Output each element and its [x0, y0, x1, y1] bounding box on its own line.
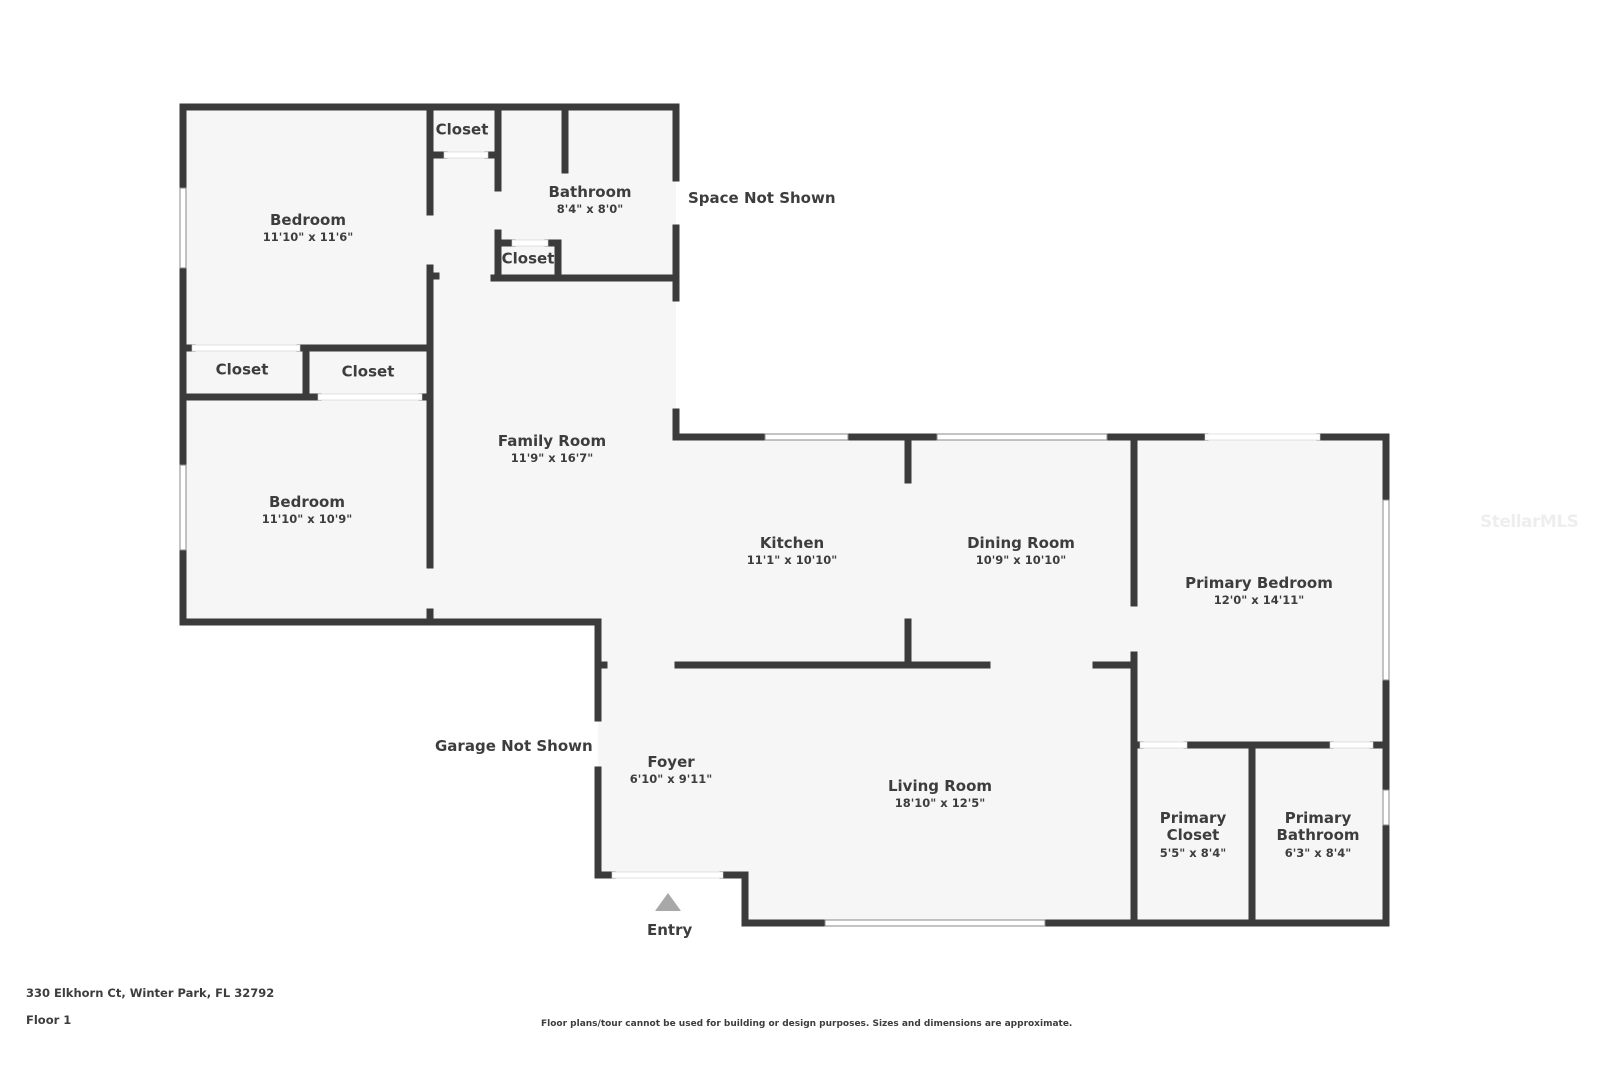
room-dimensions: 8'4" x 8'0" — [556, 202, 624, 217]
door-openings — [191, 151, 1374, 879]
room-name: Primary Closet — [1159, 809, 1227, 845]
room-dimensions: 11'9" x 16'7" — [510, 451, 594, 466]
room-name: Bedroom — [270, 210, 346, 229]
room-dimensions: 11'10" x 11'6" — [262, 230, 354, 245]
room-dimensions: 12'0" x 14'11" — [1213, 593, 1305, 608]
room-name: Primary Bathroom — [1276, 809, 1360, 845]
room-label: Closet — [215, 360, 269, 379]
watermark: StellarMLS — [1480, 512, 1579, 532]
windows — [179, 187, 1390, 927]
floor-label: Floor 1 — [26, 1013, 72, 1027]
floor-fill — [183, 107, 1386, 923]
garage-not-shown-note: Garage Not Shown — [435, 737, 593, 755]
room-dimensions: 11'10" x 10'9" — [261, 512, 353, 527]
room-name: Dining Room — [967, 533, 1075, 552]
room-name: Foyer — [647, 752, 695, 771]
room-dimensions: 6'10" x 9'11" — [629, 772, 713, 787]
room-dimensions: 18'10" x 12'5" — [894, 796, 986, 811]
room-name: Bedroom — [269, 492, 345, 511]
room-name: Closet — [435, 120, 489, 139]
room-name: Bathroom — [548, 182, 632, 201]
room-name: Closet — [215, 360, 269, 379]
room-name: Kitchen — [759, 533, 825, 552]
room-label: Closet — [341, 362, 395, 381]
walls — [179, 103, 1390, 927]
room-dimensions: 5'5" x 8'4" — [1159, 845, 1227, 860]
room-name: Living Room — [887, 776, 993, 795]
disclaimer: Floor plans/tour cannot be used for buil… — [541, 1019, 1073, 1029]
room-label: Closet — [435, 120, 489, 139]
room-dimensions: 10'9" x 10'10" — [975, 553, 1067, 568]
room-dimensions: 6'3" x 8'4" — [1284, 845, 1352, 860]
room-name: Family Room — [497, 431, 607, 450]
address: 330 Elkhorn Ct, Winter Park, FL 32792 — [26, 986, 275, 1000]
entry-label: Entry — [647, 921, 693, 939]
room-label: Closet — [501, 249, 555, 268]
room-dimensions: 11'1" x 10'10" — [746, 553, 838, 568]
room-name: Closet — [341, 362, 395, 381]
entry-arrow-icon — [655, 893, 681, 911]
room-name: Primary Bedroom — [1185, 573, 1333, 592]
space-not-shown-note: Space Not Shown — [688, 189, 836, 207]
room-name: Closet — [501, 249, 555, 268]
